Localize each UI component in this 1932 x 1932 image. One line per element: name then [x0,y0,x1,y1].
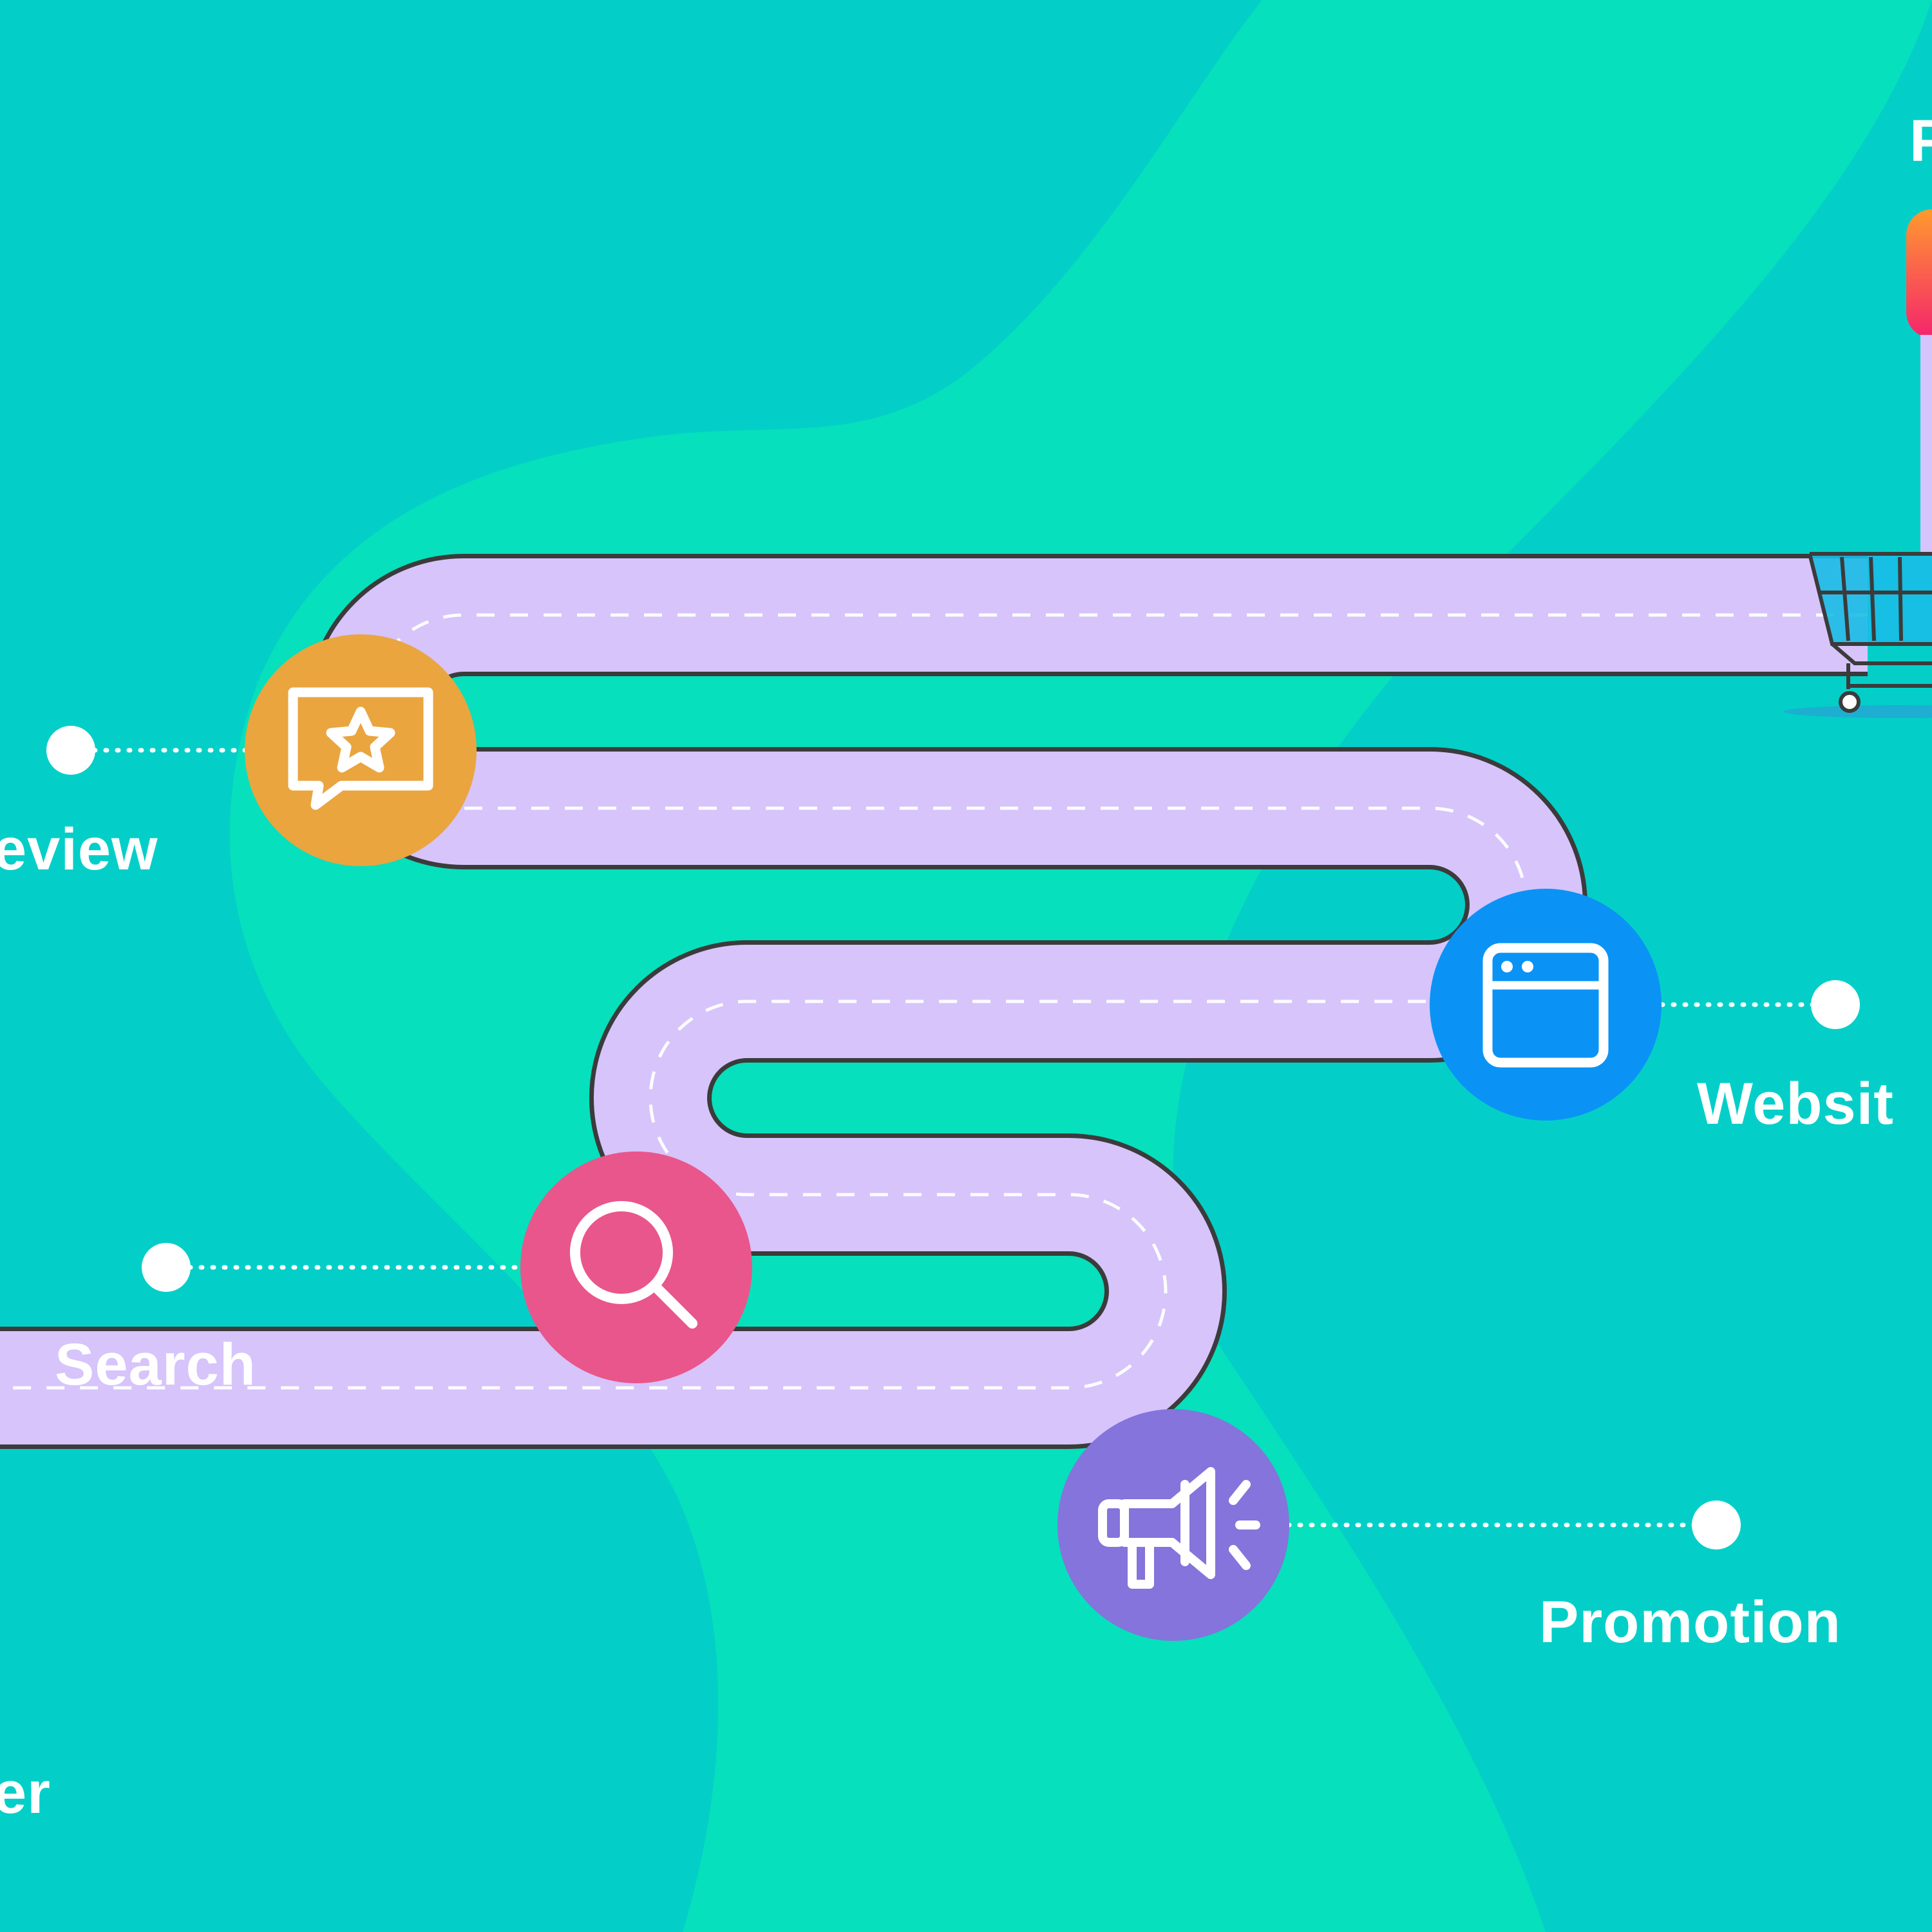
magnifier-icon [570,1201,697,1329]
promotion-dot [1692,1501,1741,1549]
stage-search: Search [55,1151,752,1397]
review-chat-star-icon [288,687,433,810]
stage-promotion: Promotion [1057,1409,1841,1655]
stage-review: eview [0,634,477,882]
review-node [245,634,477,866]
search-node [520,1151,752,1383]
shopping-cart-icon [1784,552,1932,718]
megaphone-icon [1098,1467,1260,1589]
search-label: Search [55,1332,256,1397]
website-node [1430,889,1662,1121]
partial-top-label: P [1909,108,1932,174]
website-label: Websit [1697,1071,1894,1137]
partial-bottom-label: er [0,1760,51,1826]
review-label: eview [0,817,158,882]
search-dot [142,1243,191,1292]
browser-window-icon [1482,943,1609,1068]
price-tag-partial [1906,209,1932,554]
stage-website: Websit [1430,889,1894,1137]
road-lane-dashes [0,613,1868,1390]
review-dot [46,726,95,775]
promotion-label: Promotion [1539,1589,1841,1655]
promotion-node [1057,1409,1289,1641]
website-dot [1811,980,1860,1029]
